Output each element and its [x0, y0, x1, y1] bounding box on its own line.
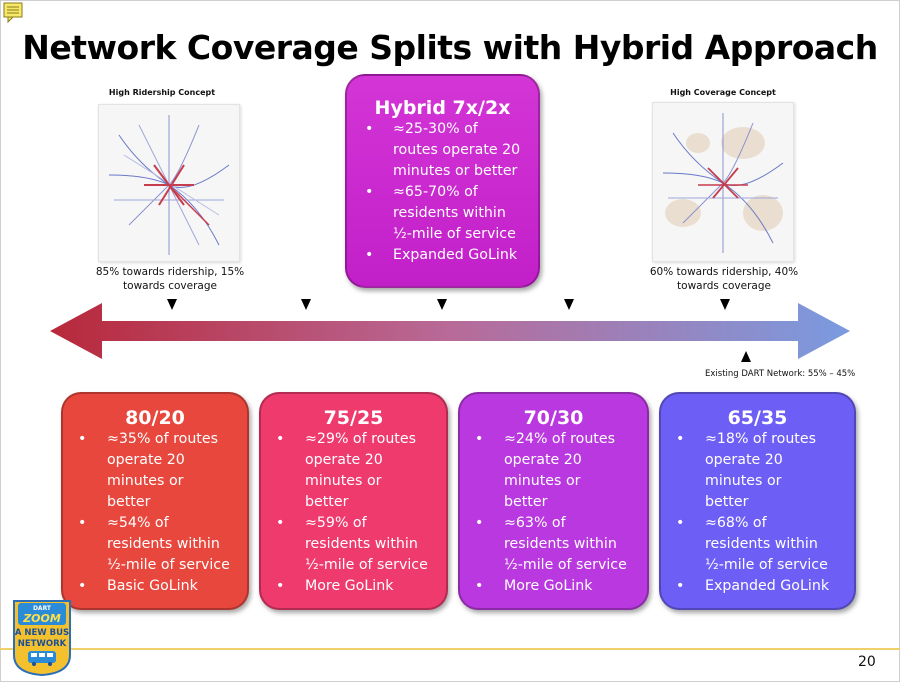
- bullet-line: More GoLink: [504, 578, 593, 594]
- bullet-line: ≈18% of routes: [705, 431, 816, 447]
- bus-icon: [28, 651, 56, 666]
- card-bullet: ≈54% of residents within ½-mile of servi…: [63, 513, 247, 576]
- bullet-line: residents within: [705, 536, 818, 552]
- high-ridership-label: High Ridership Concept: [108, 88, 216, 97]
- card-bullet: ≈59% of residents within ½-mile of servi…: [261, 513, 446, 576]
- high-coverage-caption: 60% towards ridership, 40% towards cover…: [632, 265, 816, 293]
- logo-zoom: ZOOM: [22, 612, 61, 625]
- bullet-line: operate 20: [705, 452, 783, 468]
- bullet-line: minutes or: [107, 473, 184, 489]
- high-coverage-map-image: [652, 102, 794, 262]
- card-bullets: ≈35% of routes operate 20 minutes or bet…: [63, 429, 247, 597]
- bullet-line: Basic GoLink: [107, 578, 198, 594]
- note-icon[interactable]: [3, 2, 23, 24]
- bullet-line: ½-mile of service: [705, 557, 828, 573]
- bullet-line: residents within: [305, 536, 418, 552]
- bullet-line: ½-mile of service: [107, 557, 230, 573]
- bullet-line: minutes or better: [393, 163, 518, 179]
- bullet-line: Expanded GoLink: [393, 247, 518, 263]
- high-coverage-caption-line1: 60% towards ridership, 40%: [649, 266, 799, 278]
- high-coverage-caption-line2: towards coverage: [677, 280, 771, 292]
- card-title: 65/35: [727, 407, 788, 429]
- card-bullet: ≈63% of residents within ½-mile of servi…: [460, 513, 647, 576]
- hybrid-bullet: ≈25-30% of routes operate 20 minutes or …: [347, 119, 538, 182]
- bullet-line: ½-mile of service: [504, 557, 627, 573]
- slide-title: Network Coverage Splits with Hybrid Appr…: [22, 28, 878, 67]
- bullet-line: better: [107, 494, 151, 510]
- bullet-line: ≈35% of routes: [107, 431, 218, 447]
- card-bullet: Expanded GoLink: [661, 576, 854, 597]
- card-70-30: 70/30 ≈24% of routes operate 20 minutes …: [458, 392, 649, 610]
- bullet-line: residents within: [504, 536, 617, 552]
- high-coverage-label: High Coverage Concept: [670, 88, 776, 97]
- hybrid-bullet: ≈65-70% of residents within ½-mile of se…: [347, 182, 538, 245]
- bullet-line: Expanded GoLink: [705, 578, 830, 594]
- card-bullet: More GoLink: [261, 576, 446, 597]
- bullet-line: better: [504, 494, 548, 510]
- marker-existing-network: [741, 351, 751, 362]
- bullet-line: routes operate 20: [393, 142, 521, 158]
- card-bullet: Basic GoLink: [63, 576, 247, 597]
- card-75-25: 75/25 ≈29% of routes operate 20 minutes …: [259, 392, 448, 610]
- hybrid-bullet: Expanded GoLink: [347, 245, 538, 266]
- bullet-line: ≈25-30% of: [393, 121, 478, 137]
- bullet-line: ≈68% of: [705, 515, 767, 531]
- marker-65-35: [720, 299, 730, 310]
- logo-dart: DART: [33, 605, 52, 612]
- card-bullets: ≈18% of routes operate 20 minutes or bet…: [661, 429, 854, 597]
- card-bullet: ≈18% of routes operate 20 minutes or bet…: [661, 429, 854, 513]
- bullet-line: ½-mile of service: [393, 226, 516, 242]
- high-ridership-map-image: [98, 104, 240, 262]
- card-bullets: ≈29% of routes operate 20 minutes or bet…: [261, 429, 446, 597]
- dart-zoom-logo: DART ZOOM A NEW BUS NETWORK: [13, 600, 71, 677]
- bullet-line: residents within: [107, 536, 220, 552]
- ridership-coverage-arrow: [50, 303, 850, 359]
- bullet-line: residents within: [393, 205, 506, 221]
- card-bullet: ≈29% of routes operate 20 minutes or bet…: [261, 429, 446, 513]
- bullet-line: minutes or: [504, 473, 581, 489]
- bullet-line: operate 20: [504, 452, 582, 468]
- page-number: 20: [858, 654, 876, 670]
- card-bullet: More GoLink: [460, 576, 647, 597]
- high-ridership-caption: 85% towards ridership, 15% towards cover…: [78, 265, 262, 293]
- card-bullet: ≈35% of routes operate 20 minutes or bet…: [63, 429, 247, 513]
- bullet-line: More GoLink: [305, 578, 394, 594]
- bullet-line: operate 20: [107, 452, 185, 468]
- bullet-line: minutes or: [305, 473, 382, 489]
- hybrid-card-title: Hybrid 7x/2x: [374, 97, 511, 119]
- card-bullet: ≈68% of residents within ½-mile of servi…: [661, 513, 854, 576]
- marker-70-30: [564, 299, 574, 310]
- marker-hybrid: [437, 299, 447, 310]
- card-title: 70/30: [523, 407, 584, 429]
- card-title: 80/20: [125, 407, 185, 429]
- bullet-line: ≈59% of: [305, 515, 367, 531]
- card-bullet: ≈24% of routes operate 20 minutes or bet…: [460, 429, 647, 513]
- marker-80-20: [167, 299, 177, 310]
- bullet-line: better: [305, 494, 349, 510]
- bullet-line: minutes or: [705, 473, 782, 489]
- logo-a-new-bus: A NEW BUS: [15, 628, 69, 638]
- existing-network-label: Existing DART Network: 55% – 45%: [705, 369, 856, 379]
- bullet-line: ≈24% of routes: [504, 431, 615, 447]
- card-80-20: 80/20 ≈35% of routes operate 20 minutes …: [61, 392, 249, 610]
- bullet-line: better: [705, 494, 749, 510]
- card-title: 75/25: [323, 407, 384, 429]
- bullet-line: ≈29% of routes: [305, 431, 416, 447]
- card-bullets: ≈24% of routes operate 20 minutes or bet…: [460, 429, 647, 597]
- bullet-line: ≈63% of: [504, 515, 566, 531]
- hybrid-card-bullets: ≈25-30% of routes operate 20 minutes or …: [347, 119, 538, 266]
- logo-network: NETWORK: [18, 639, 67, 649]
- card-65-35: 65/35 ≈18% of routes operate 20 minutes …: [659, 392, 856, 610]
- high-ridership-caption-line2: towards coverage: [123, 280, 217, 292]
- marker-75-25: [301, 299, 311, 310]
- bullet-line: ≈54% of: [107, 515, 169, 531]
- footer-divider: [0, 648, 900, 650]
- bullet-line: ≈65-70% of: [393, 184, 478, 200]
- bullet-line: ½-mile of service: [305, 557, 428, 573]
- bullet-line: operate 20: [305, 452, 383, 468]
- high-ridership-caption-line1: 85% towards ridership, 15%: [95, 266, 245, 278]
- hybrid-card: Hybrid 7x/2x ≈25-30% of routes operate 2…: [345, 74, 540, 288]
